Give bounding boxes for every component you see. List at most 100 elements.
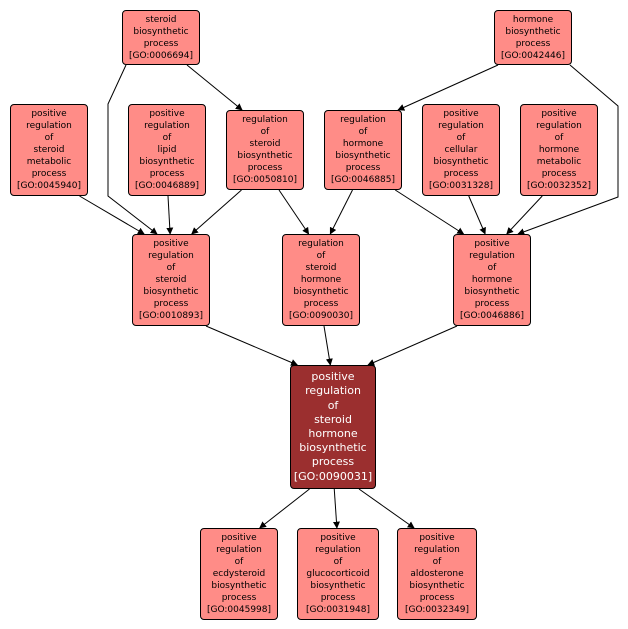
- go-term-label-line: biosynthetic: [299, 441, 367, 455]
- go-term-label-line: of: [316, 251, 326, 261]
- go-term-label-line: process: [247, 163, 283, 173]
- edge-go0046885-to-go0090030: [329, 189, 353, 235]
- go-term-label-line: of: [260, 127, 270, 137]
- go-term-id: [GO:0042446]: [500, 50, 566, 61]
- go-term-label-line: regulation: [414, 545, 460, 555]
- go-term-label-line: hormone: [538, 145, 580, 155]
- go-term-node-go0046889[interactable]: positive regulation of lipid biosynthetic pro…: [128, 104, 206, 196]
- go-term-label-line: hormone: [512, 14, 554, 25]
- edge-go0006694-to-go0050810: [186, 64, 243, 111]
- go-term-label-line: hormone: [471, 275, 513, 285]
- go-term-label-line: positive: [153, 239, 189, 249]
- go-term-label-line: of: [487, 263, 497, 273]
- go-term-label-line: steroid: [33, 145, 65, 155]
- go-term-label-line: positive: [149, 109, 185, 119]
- edge-go0090031-to-go0031948: [332, 488, 340, 529]
- go-term-id: [GO:0032349]: [404, 605, 470, 615]
- go-term-label-line: of: [456, 133, 466, 143]
- go-term-label-line: aldosterone: [410, 569, 464, 579]
- go-term-label-line: biosynthetic: [335, 151, 391, 161]
- go-term-label-line: process: [443, 169, 479, 179]
- go-term-id: [GO:0045998]: [206, 605, 272, 615]
- go-term-label-line: process: [320, 593, 356, 603]
- go-term-label-line: of: [234, 557, 244, 567]
- go-term-label-line: biosynthetic: [133, 26, 189, 37]
- go-term-id: [GO:0050810]: [232, 175, 298, 185]
- go-term-label-line: steroid: [155, 275, 187, 285]
- go-term-label-line: regulation: [216, 545, 262, 555]
- go-term-label-line: regulation: [315, 545, 361, 555]
- go-term-label-line: of: [162, 133, 172, 143]
- go-term-label-line: of: [166, 263, 176, 273]
- go-term-label-line: lipid: [157, 145, 177, 155]
- go-term-label-line: regulation: [242, 115, 288, 125]
- edge-go0046885-to-go0046886: [394, 189, 465, 235]
- edge-go0042446-to-go0046885: [397, 64, 499, 111]
- go-term-label-line: regulation: [438, 121, 484, 131]
- go-term-label-line: positive: [419, 533, 455, 543]
- go-term-id: [GO:0006694]: [128, 50, 194, 61]
- go-term-label-line: regulation: [26, 121, 72, 131]
- go-term-label-line: process: [149, 169, 185, 179]
- go-term-id: [GO:0045940]: [16, 181, 82, 191]
- go-term-label-line: biosynthetic: [433, 157, 489, 167]
- go-term-id: [GO:0046889]: [134, 181, 200, 191]
- go-term-label-line: regulation: [148, 251, 194, 261]
- go-term-label-line: biosynthetic: [464, 287, 520, 297]
- go-term-label-line: biosynthetic: [139, 157, 195, 167]
- go-term-label-line: hormone: [300, 275, 342, 285]
- go-term-label-line: hormone: [342, 139, 384, 149]
- go-term-label-line: biosynthetic: [143, 287, 199, 297]
- go-term-label-line: steroid: [314, 412, 352, 426]
- go-term-id: [GO:0090030]: [288, 311, 354, 321]
- edge-go0006694-to-go0010893: [107, 64, 158, 235]
- go-term-label-line: positive: [541, 109, 577, 119]
- go-term-label-line: process: [419, 593, 455, 603]
- go-term-label-line: regulation: [340, 115, 386, 125]
- edge-go0046886-to-go0090031: [367, 325, 458, 366]
- go-term-label-line: biosynthetic: [293, 287, 349, 297]
- go-term-node-go0050810[interactable]: regulation of steroid biosynthetic process [G…: [226, 110, 304, 190]
- go-term-id: [GO:0032352]: [526, 181, 592, 191]
- go-term-label-line: biosynthetic: [409, 581, 465, 591]
- edge-go0046889-to-go0010893: [166, 195, 174, 235]
- edge-go0045940-to-go0010893: [79, 195, 145, 235]
- go-term-label-line: process: [311, 455, 355, 469]
- edge-go0031328-to-go0046886: [468, 195, 486, 235]
- go-term-label-line: regulation: [536, 121, 582, 131]
- go-term-label-line: regulation: [144, 121, 190, 131]
- go-term-label-line: biosynthetic: [310, 581, 366, 591]
- go-term-label-line: steroid: [249, 139, 281, 149]
- go-term-label-line: of: [327, 398, 339, 412]
- go-term-label-line: process: [303, 299, 339, 309]
- go-term-label-line: process: [541, 169, 577, 179]
- go-term-label-line: of: [44, 133, 54, 143]
- go-term-label-line: ecdysteroid: [212, 569, 266, 579]
- go-term-label-line: process: [515, 38, 551, 49]
- go-term-label-line: biosynthetic: [237, 151, 293, 161]
- go-term-id: [GO:0046885]: [330, 175, 396, 185]
- go-term-label-line: process: [345, 163, 381, 173]
- go-term-label-line: glucocorticoid: [306, 569, 370, 579]
- go-term-label-line: positive: [31, 109, 67, 119]
- go-term-label-line: process: [143, 38, 179, 49]
- edge-go0050810-to-go0010893: [191, 189, 242, 235]
- go-term-label-line: of: [333, 557, 343, 567]
- go-term-label-line: cellular: [444, 145, 478, 155]
- go-term-label-line: positive: [311, 370, 355, 384]
- go-term-id: [GO:0031328]: [428, 181, 494, 191]
